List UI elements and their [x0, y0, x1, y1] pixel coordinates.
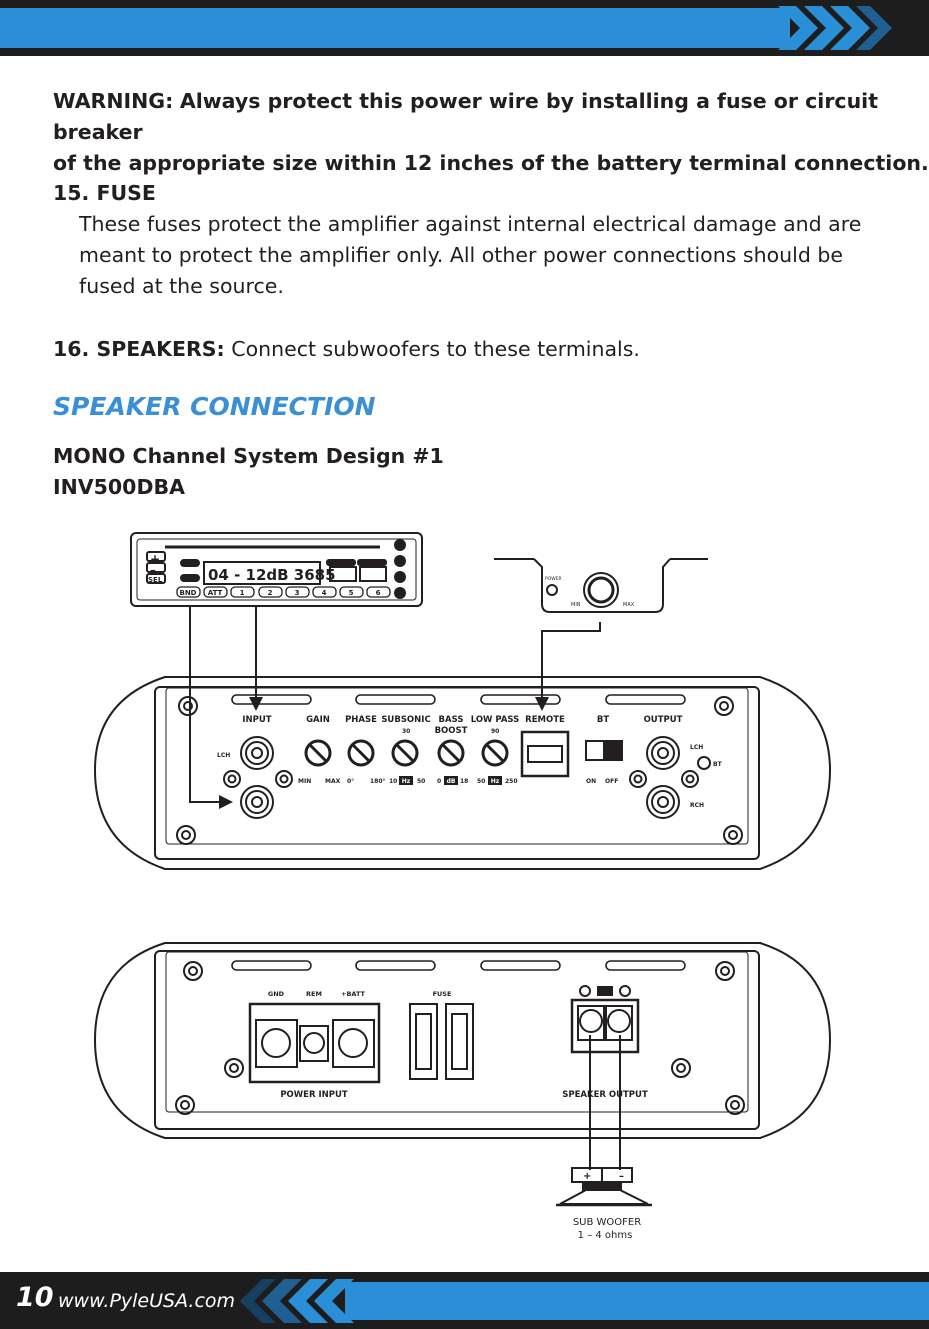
- head-unit-display: 04 - 12dB 3685: [208, 566, 336, 584]
- sel-label: SEL: [148, 576, 163, 584]
- remote-label: REMOTE: [525, 715, 565, 725]
- head-unit-button[interactable]: 4: [322, 589, 327, 597]
- bt-off: OFF: [605, 778, 618, 785]
- chevron-decoration-icon: [778, 6, 892, 50]
- gain-label: GAIN: [306, 715, 330, 725]
- bass-max: 18: [460, 778, 468, 785]
- speakers-text: Connect subwoofers to these terminals.: [231, 337, 640, 361]
- arrow-icon: [219, 795, 233, 809]
- bt-on: ON: [586, 778, 596, 785]
- output-label: OUTPUT: [644, 715, 683, 725]
- remote-min-label: MIN: [571, 602, 581, 608]
- low-pass-mid: 90: [491, 728, 499, 735]
- power-input-label: POWER INPUT: [280, 1090, 348, 1100]
- speakers-label: 16. SPEAKERS:: [53, 337, 225, 361]
- design-model: INV500DBA: [53, 475, 185, 499]
- subwoofer: [556, 1167, 652, 1207]
- speaker-output-label: SPEAKER OUTPUT: [562, 1090, 648, 1100]
- subwoofer-ohms: 1 – 4 ohms: [578, 1230, 633, 1241]
- gain-max: MAX: [325, 778, 341, 785]
- head-unit-button[interactable]: 6: [376, 589, 381, 597]
- bt-label: BT: [597, 715, 609, 725]
- design-title: MONO Channel System Design #1: [53, 444, 444, 468]
- batt-label: +BATT: [341, 990, 366, 998]
- subsonic-mid: 30: [402, 728, 410, 735]
- speakers-paragraph: 16. SPEAKERS: Connect subwoofers to thes…: [53, 334, 640, 365]
- warning-label: WARNING:: [53, 89, 174, 113]
- fuse-line: fused at the source.: [79, 274, 284, 298]
- chevron-decoration-icon: [240, 1279, 354, 1323]
- head-unit-button[interactable]: 5: [349, 589, 354, 597]
- bass-min: 0: [437, 778, 441, 785]
- lch-output-label: LCH: [690, 744, 703, 751]
- page-number: 10: [16, 1282, 54, 1313]
- lch-label: LCH: [217, 752, 230, 759]
- rch-label: RCH: [690, 802, 704, 809]
- head-unit-button[interactable]: 2: [268, 589, 273, 597]
- gnd-label: GND: [268, 990, 285, 998]
- low-pass-max: 250: [505, 778, 518, 785]
- rem-label: REM: [306, 990, 322, 998]
- arrow-icon: [535, 697, 549, 711]
- bass-unit: dB: [447, 778, 456, 785]
- boost-label: BOOST: [435, 726, 468, 736]
- subsonic-label: SUBSONIC: [381, 715, 430, 725]
- wiring-diagram: + – SEL 04 - 12dB 3685 BND ATT 1 2 3 4 5…: [93, 532, 832, 1241]
- gain-min: MIN: [298, 778, 311, 785]
- fuse-heading: 15. FUSE: [53, 181, 156, 205]
- head-unit-button[interactable]: 1: [240, 589, 245, 597]
- low-pass-min: 50: [477, 778, 485, 785]
- subwoofer-label: SUB WOOFER: [573, 1217, 641, 1228]
- low-pass-label: LOW PASS: [471, 715, 520, 725]
- amplifier-front-panel: [93, 676, 832, 870]
- subsonic-min: 10: [389, 778, 397, 785]
- header-accent-bar: [0, 8, 790, 48]
- subsonic-unit: Hz: [402, 778, 411, 785]
- svg-text:–: –: [150, 563, 156, 577]
- warning-line1: Always protect this power wire by instal…: [53, 89, 878, 144]
- fuse-line: These fuses protect the amplifier agains…: [79, 212, 862, 236]
- bass-label: BASS: [439, 715, 464, 725]
- subsonic-max: 50: [417, 778, 425, 785]
- remote-power-label: POWER: [545, 576, 562, 582]
- low-pass-unit: Hz: [491, 778, 500, 785]
- phase-label: PHASE: [345, 715, 377, 725]
- fuse-body: These fuses protect the amplifier agains…: [79, 209, 879, 302]
- fuse-line: meant to protect the amplifier only. All…: [79, 243, 843, 267]
- amplifier-rear-panel: [93, 942, 832, 1170]
- phase-max: 180°: [370, 778, 386, 785]
- website-link[interactable]: www.PyleUSA.com: [58, 1290, 236, 1312]
- head-unit-button[interactable]: 3: [295, 589, 300, 597]
- arrow-icon: [249, 697, 263, 711]
- head-unit: [130, 532, 423, 607]
- warning-paragraph: WARNING: Always protect this power wire …: [53, 86, 929, 179]
- head-unit-button[interactable]: BND: [179, 589, 196, 597]
- head-unit-button[interactable]: ATT: [208, 589, 223, 597]
- remote-max-label: MAX: [623, 602, 635, 608]
- section-title: SPEAKER CONNECTION: [53, 392, 376, 421]
- input-label: INPUT: [242, 715, 271, 725]
- fuse-label: FUSE: [433, 990, 452, 998]
- phase-min: 0°: [347, 778, 354, 785]
- footer-accent-bar: [345, 1282, 929, 1320]
- rca-wires: [189, 606, 601, 803]
- remote-bass-knob: [494, 558, 708, 613]
- bt-indicator-label: BT: [713, 761, 723, 768]
- svg-text:+: +: [150, 552, 160, 566]
- subwoofer-minus: –: [619, 1171, 624, 1182]
- warning-line2: of the appropriate size within 12 inches…: [53, 151, 929, 175]
- subwoofer-plus: +: [583, 1171, 591, 1182]
